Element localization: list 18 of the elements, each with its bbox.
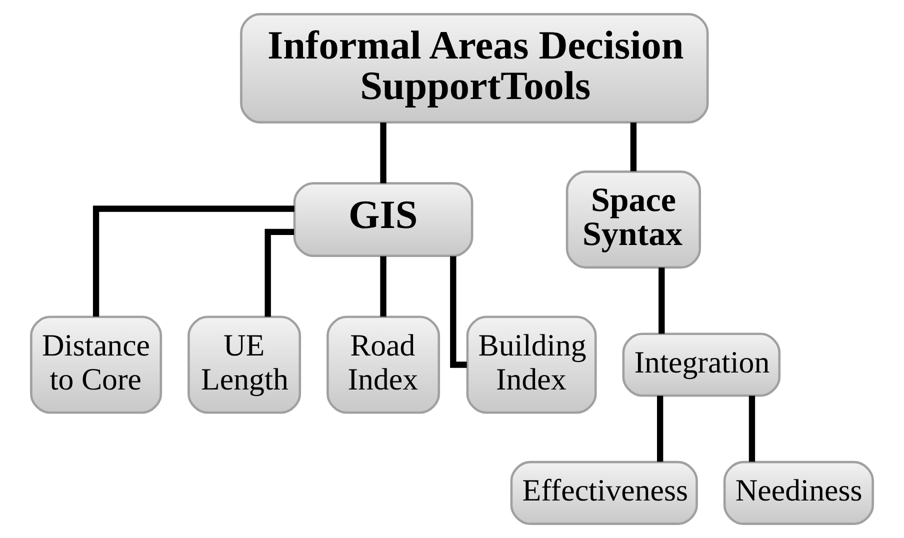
- node-box: Effectiveness: [510, 460, 698, 525]
- connector: [657, 396, 664, 462]
- node-box: Road Index: [326, 316, 440, 414]
- connector: [92, 206, 294, 317]
- node-box: Integration: [622, 332, 781, 397]
- node-box: GIS: [293, 182, 474, 258]
- node-box: Building Index: [466, 316, 597, 414]
- connector: [380, 256, 386, 317]
- connector: [380, 122, 386, 184]
- node-box: UE Length: [188, 316, 302, 414]
- connector: [658, 268, 665, 334]
- connector: [748, 396, 756, 462]
- node-box: Space Syntax: [566, 170, 702, 269]
- node-box: Informal Areas Decision SupportTools: [240, 13, 709, 124]
- node-box: Distance to Core: [30, 316, 162, 414]
- connector: [630, 122, 637, 172]
- connector: [450, 256, 467, 368]
- node-box: Neediness: [723, 460, 874, 525]
